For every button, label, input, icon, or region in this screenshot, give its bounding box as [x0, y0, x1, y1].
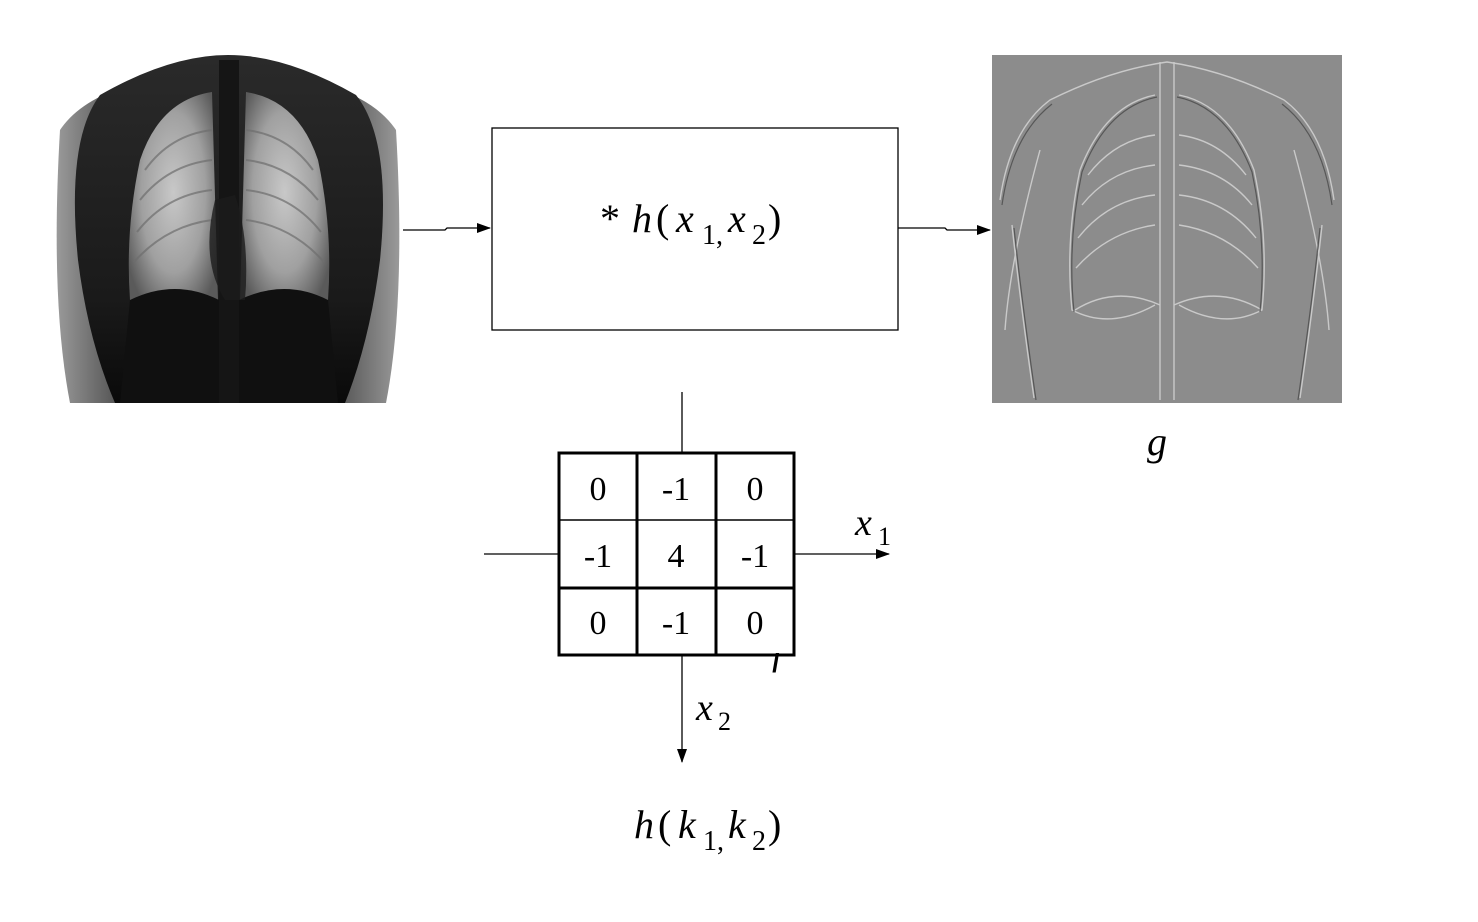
filter-expression: * h ( x 1, x 2 ): [600, 196, 781, 253]
output-edge-image: [992, 55, 1342, 403]
kernel-label: h ( k 1, k 2 ): [634, 802, 781, 859]
x2-axis-label: x 2: [695, 687, 731, 736]
x1-axis-label: x 1: [854, 502, 891, 551]
input-arrow: [403, 223, 491, 233]
kernel-cell: 4: [668, 538, 685, 575]
kernel-cell: 0: [747, 471, 764, 508]
filter-block: [491, 127, 899, 331]
kernel-cell: 0: [590, 471, 607, 508]
output-arrow: [898, 225, 991, 235]
kernel-cell: 0: [747, 605, 764, 642]
kernel-cell: -1: [662, 605, 690, 642]
input-xray-image: [53, 55, 403, 403]
kernel-cell: -1: [662, 471, 690, 508]
output-label: g: [1147, 419, 1167, 464]
kernel-cell: -1: [741, 538, 769, 575]
kernel-cell: 0: [590, 605, 607, 642]
kernel-cell: -1: [584, 538, 612, 575]
